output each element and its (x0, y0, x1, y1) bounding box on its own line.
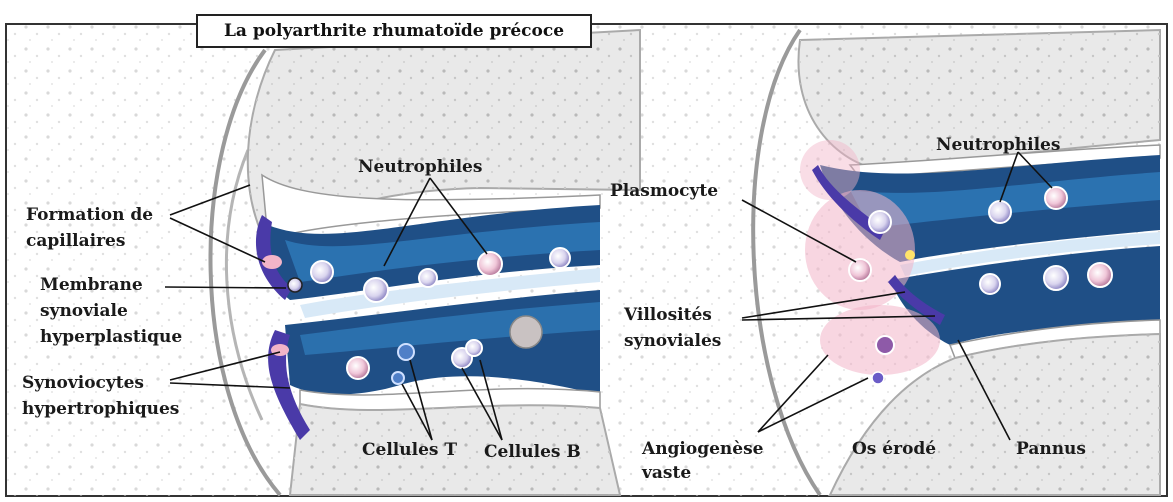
right-cell-5 (876, 336, 894, 354)
left-neutrophil-4 (478, 252, 502, 276)
label-neutrophiles-right: Neutrophiles (936, 136, 1060, 155)
diagram-title: La polyarthrite rhumatoïde précoce (196, 14, 592, 48)
right-neutrophil-1 (989, 201, 1011, 223)
right-cell-2 (980, 274, 1000, 294)
label-formation-capillaires-line2: capillaires (26, 232, 125, 251)
left-cell-t-2 (398, 344, 414, 360)
label-synoviocytes-line2: hypertrophiques (22, 400, 179, 419)
label-cellules-b: Cellules B (484, 443, 581, 462)
label-cellules-t: Cellules T (362, 441, 457, 460)
label-pannus: Pannus (1016, 440, 1086, 459)
left-cell-t-3 (392, 372, 404, 384)
right-neutrophil-2 (1045, 187, 1067, 209)
label-formation-capillaires-line1: Formation de (26, 206, 153, 225)
left-neutrophil-3 (419, 269, 437, 287)
left-neutrophil-5 (550, 248, 570, 268)
label-angiogenese-line2: vaste (642, 464, 691, 483)
label-membrane-line2: synoviale (40, 302, 128, 321)
label-villosites-line1: Villosités (624, 306, 712, 325)
left-cell-b-2 (466, 340, 482, 356)
right-cell-3 (1044, 266, 1068, 290)
label-synoviocytes-line1: Synoviocytes (22, 374, 144, 393)
left-membrane-cell (288, 278, 302, 292)
label-neutrophiles-left: Neutrophiles (358, 158, 482, 177)
right-cell-6 (872, 372, 884, 384)
label-membrane-line3: hyperplastique (40, 328, 182, 347)
left-neutrophil-2 (364, 278, 388, 302)
left-cell-b-3 (510, 316, 542, 348)
label-villosites-line2: synoviales (624, 332, 721, 351)
right-plasmocyte-cell (849, 259, 871, 281)
left-neutrophil-1 (311, 261, 333, 283)
left-cell-t-1 (347, 357, 369, 379)
label-membrane-line1: Membrane (40, 276, 143, 295)
right-cell-4 (1088, 263, 1112, 287)
right-cell-7 (905, 250, 915, 260)
label-plasmocyte: Plasmocyte (610, 182, 718, 201)
right-cell-1 (869, 211, 891, 233)
label-os-erode: Os érodé (852, 440, 936, 459)
label-angiogenese-line1: Angiogenèse (642, 440, 764, 459)
